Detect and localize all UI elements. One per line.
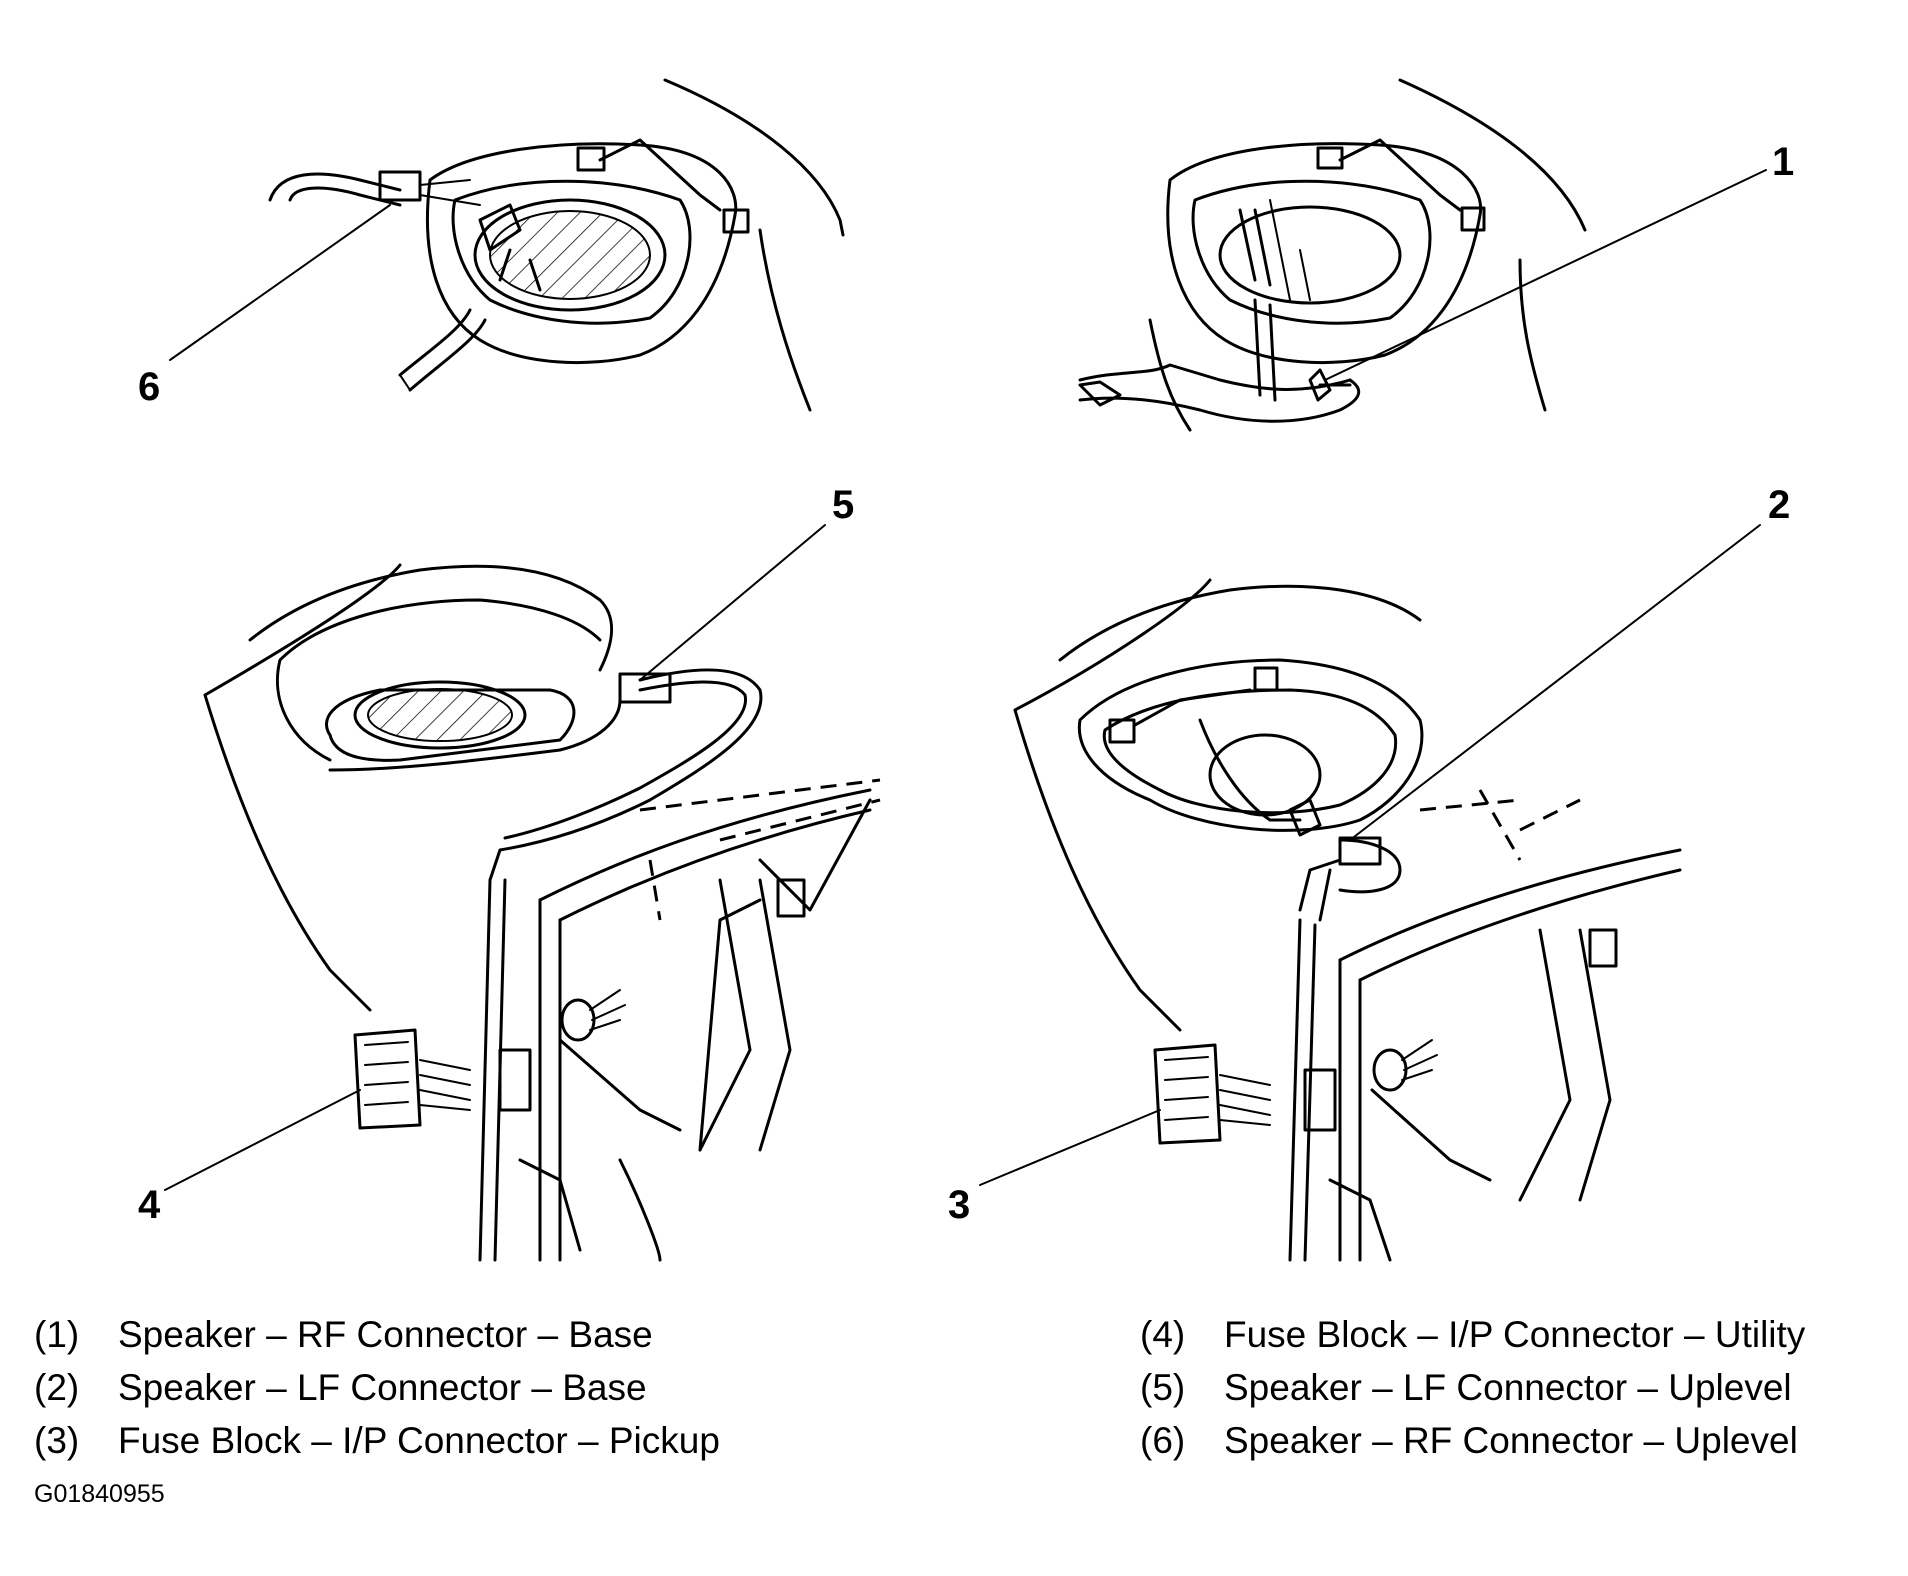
panel-base-lf-speaker <box>979 524 1761 1262</box>
panel-uplevel-rf-speaker <box>169 78 845 412</box>
legend-item-number: (1) <box>34 1314 80 1355</box>
legend-item-number: (4) <box>1140 1314 1186 1355</box>
legend-item-number: (5) <box>1140 1367 1186 1408</box>
legend-item: (2) Speaker – LF Connector – Base <box>34 1361 720 1414</box>
callout-number: 3 <box>948 1183 970 1227</box>
legend-item: (3) Fuse Block – I/P Connector – Pickup <box>34 1414 720 1467</box>
legend-item-text: Speaker – RF Connector – Uplevel <box>1224 1420 1798 1461</box>
legend-item: (4) Fuse Block – I/P Connector – Utility <box>1140 1308 1805 1361</box>
legend-left: (1) Speaker – RF Connector – Base (2) Spea… <box>34 1308 720 1467</box>
panel-base-rf-speaker <box>1078 78 1767 432</box>
legend-item-text: Fuse Block – I/P Connector – Pickup <box>118 1420 720 1461</box>
callout-number: 2 <box>1768 483 1790 527</box>
callout-number: 5 <box>832 483 854 527</box>
legend-item-text: Fuse Block – I/P Connector – Utility <box>1224 1314 1806 1355</box>
callout-number: 1 <box>1772 140 1794 184</box>
legend-item-number: (3) <box>34 1420 80 1461</box>
figure-code: G01840955 <box>34 1480 165 1508</box>
legend-item-text: Speaker – LF Connector – Base <box>118 1367 647 1408</box>
callout-number: 4 <box>138 1183 161 1227</box>
legend-right: (4)Fuse Block – I/P Connector – Utility … <box>1140 1308 1805 1467</box>
legend-item-text: Speaker – LF Connector – Uplevel <box>1224 1367 1792 1408</box>
legend-item: (5) Speaker – LF Connector – Uplevel <box>1140 1361 1805 1414</box>
legend-item: (6) Speaker – RF Connector – Uplevel <box>1140 1414 1805 1467</box>
legend-item-number: (6) <box>1140 1420 1186 1461</box>
callout-number: 6 <box>138 365 160 409</box>
legend-item-text: Speaker – RF Connector – Base <box>118 1314 653 1355</box>
panel-uplevel-lf-speaker <box>164 524 881 1262</box>
legend-item-number: (2) <box>34 1367 80 1408</box>
legend-item: (1) Speaker – RF Connector – Base <box>34 1308 720 1361</box>
